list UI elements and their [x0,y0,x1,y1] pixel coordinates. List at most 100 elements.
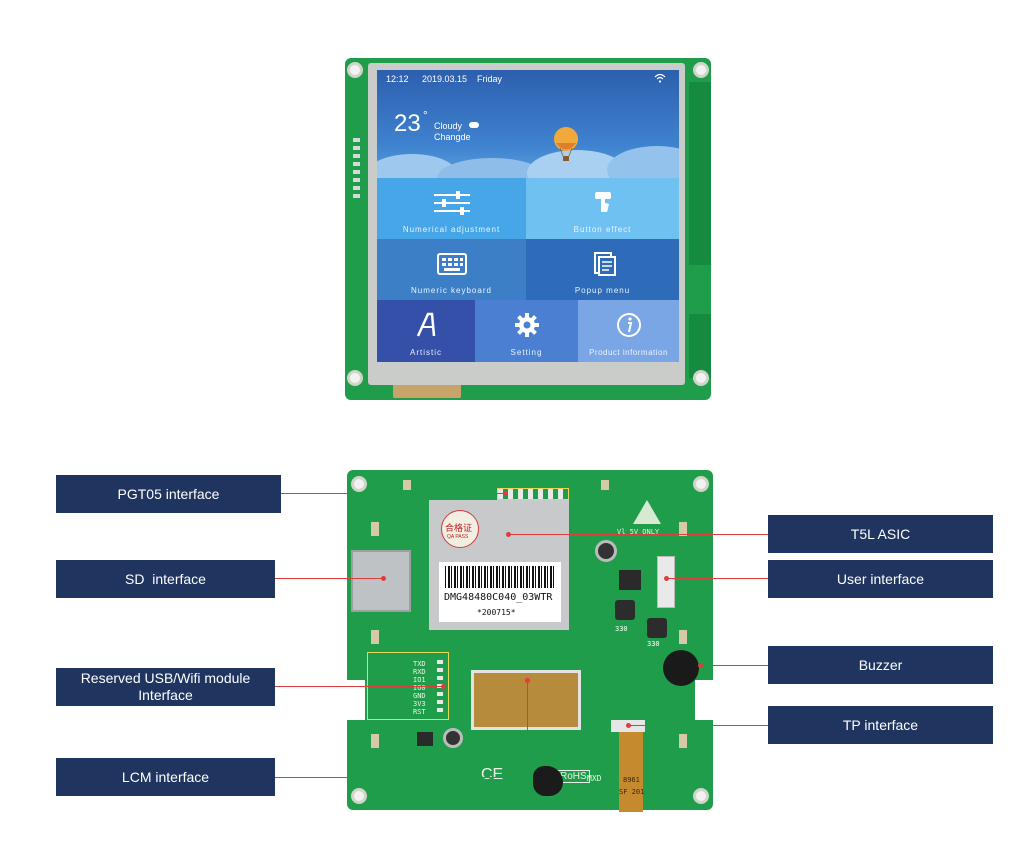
back-pcb-notch [347,680,365,720]
info-icon [616,313,641,337]
tile-setting[interactable]: Setting [475,300,578,362]
ribbon-code: 8961 [623,776,640,784]
smd-chip [619,570,641,590]
pad [679,734,687,748]
touch-icon [594,192,611,212]
pad [679,630,687,644]
mount-hole [351,788,367,804]
qc-text: 合格证 [445,524,473,534]
callout-dot [503,491,508,496]
side-connector [353,138,360,198]
pad [371,734,379,748]
callout-dot [441,684,446,689]
silk-5v-only: Vl 5V ONLY [617,528,660,536]
callout-dot [506,532,511,537]
pin-label: IO1 [413,676,426,684]
callout-line-user [666,578,768,579]
tile-numeric-keyboard[interactable]: Numeric keyboard [377,239,526,300]
module-label-sticker: DMG48480C040_03WTR *200715* [439,562,561,622]
module-serial: *200715* [477,608,516,617]
wifi-icon [654,73,666,83]
user-connector [657,556,675,608]
tile-button-effect[interactable]: Button effect [526,178,679,239]
mount-hole [693,370,709,386]
temperature: 23 [394,110,421,137]
cloud-icon [469,122,479,128]
mount-hole [351,476,367,492]
callout-dot [626,723,631,728]
tile-label: Setting [510,348,543,357]
back-board: 合格证 QA PASS DMG48480C040_03WTR *200715* … [347,470,713,812]
pin-label: RST [413,708,426,716]
label-t5l-asic: T5L ASIC [768,515,993,553]
pin-labels: TXD RXD IO1 IO0 GND 3V3 RST [413,660,443,720]
silk-ce: CE [481,766,504,783]
inspection-stamp [533,766,563,796]
weather-banner: 12:12 2019.03.15 Friday 23 ° Cloudy Chan… [377,70,679,198]
pin-label: TXD [413,660,426,668]
callout-line-lcm [275,777,528,778]
weather-condition: Cloudy [434,121,463,131]
tile-label: Button effect [573,225,632,234]
inductor [615,600,635,620]
pad [371,630,379,644]
label-text: User interface [836,570,925,587]
front-pcb-tab-right-low [689,314,711,378]
tile-artistic[interactable]: Artistic [377,300,475,362]
label-buzzer: Buzzer [768,646,993,684]
callout-line-sd [275,578,383,579]
tile-numerical-adjustment[interactable]: Numerical adjustment [377,178,526,239]
pad [679,522,687,536]
inductor [647,618,667,638]
tile-label: Popup menu [574,286,631,295]
label-text: Reserved USB/Wifi module Interface [80,670,251,703]
label-text: LCM interface [121,768,210,785]
status-date: 2019.03.15 [422,74,468,84]
label-text: Buzzer [858,656,903,673]
barcode [445,566,555,588]
tile-label: Product information [589,348,668,357]
ribbon-text: SF 201 [619,788,645,796]
label-user-interface: User interface [768,560,993,598]
artistic-a-icon [416,312,436,337]
label-text: PGT05 interface [117,485,220,502]
pin-label: GND [413,692,426,700]
cap-value: 330 [615,625,628,633]
popup-icon [593,252,616,276]
pin-label: RXD [413,668,426,676]
callout-dot [698,663,703,668]
status-weekday: Friday [477,74,503,84]
label-text: SD interface [125,570,206,587]
tile-label: Artistic [410,348,442,357]
label-sd-interface: SD interface [56,560,275,598]
tile-popup-menu[interactable]: Popup menu [526,239,679,300]
pin-label: IO0 [413,684,426,692]
callout-line-lcm-vertical [527,680,528,777]
buzzer [663,650,699,686]
pad [601,480,609,490]
pgt05-header [497,488,569,500]
qc-sub: QA PASS [447,534,469,540]
label-text: T5L ASIC [850,525,911,542]
callout-line-usb-wifi [275,686,443,687]
hot-air-balloon-icon [554,127,578,161]
cap-value: 330 [647,640,660,648]
tile-product-information[interactable]: Product information [578,300,679,362]
tile-label: Numerical adjustment [402,225,501,234]
electrolytic-capacitor [443,728,463,748]
sliders-icon [433,191,470,215]
qc-sticker: 合格证 QA PASS [441,510,479,548]
callout-dot [525,678,530,683]
silk-mxd: MXD [587,774,602,783]
mount-hole [693,62,709,78]
mount-hole [347,370,363,386]
pin-header [437,660,443,716]
warning-triangle [633,500,661,524]
status-time: 12:12 [386,74,409,84]
electrolytic-capacitor [595,540,617,562]
callout-dot [381,576,386,581]
keyboard-icon [436,253,467,275]
weather-city: Changde [434,132,471,142]
pad [371,522,379,536]
mount-hole [693,476,709,492]
